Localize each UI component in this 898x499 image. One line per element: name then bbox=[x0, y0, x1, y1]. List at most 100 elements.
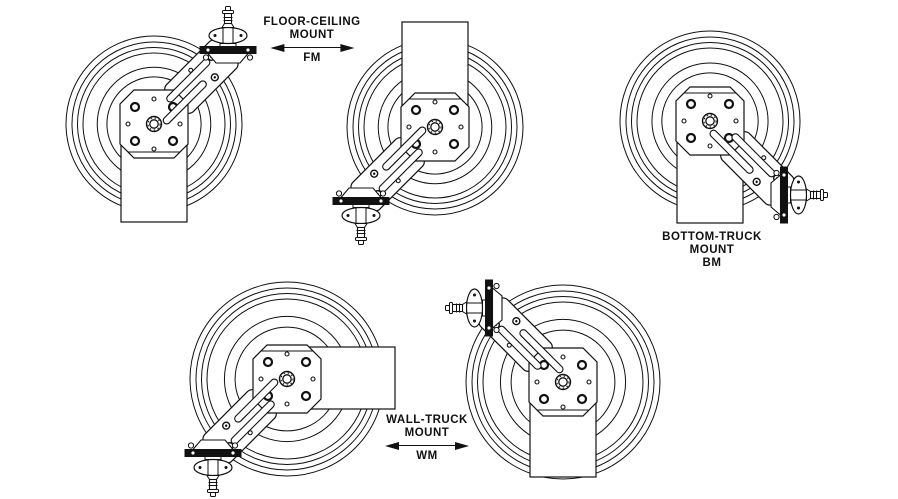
bolt-hole bbox=[410, 104, 422, 116]
swivel-pipe bbox=[809, 190, 822, 200]
plate-bolt bbox=[773, 213, 780, 221]
arm-bolt-center bbox=[515, 319, 518, 323]
small-hole bbox=[681, 118, 687, 124]
plate-bolt bbox=[231, 442, 239, 449]
bolt-hole bbox=[167, 135, 179, 147]
plate-dot bbox=[231, 451, 235, 455]
small-hole bbox=[125, 121, 131, 127]
arm-slot bbox=[709, 129, 754, 174]
label-floor-ceiling-mount: FLOOR-CEILING MOUNT FM bbox=[263, 16, 360, 65]
plate-bolt bbox=[335, 190, 343, 197]
double-arrow-icon bbox=[385, 441, 469, 450]
swivel-pipe bbox=[208, 478, 218, 491]
plate-bolt bbox=[246, 54, 254, 61]
arm-slot bbox=[234, 378, 279, 423]
small-hole bbox=[284, 351, 290, 357]
swivel-dot bbox=[198, 466, 202, 469]
arm-hole bbox=[188, 67, 194, 73]
arm-slot bbox=[382, 126, 427, 171]
hub-bore bbox=[558, 377, 568, 387]
swivel-dot bbox=[224, 466, 228, 469]
swivel-neck bbox=[221, 23, 235, 28]
arm-mount-assembly bbox=[184, 378, 279, 497]
small-hole bbox=[707, 93, 713, 99]
reel-floor-mount bbox=[65, 6, 257, 223]
swivel-nub bbox=[225, 6, 231, 11]
swivel-neck bbox=[354, 223, 368, 228]
plate-dot bbox=[191, 451, 195, 455]
plate-bolt bbox=[773, 169, 780, 177]
swivel-dot bbox=[473, 319, 476, 323]
plate-dot bbox=[339, 199, 343, 203]
plate-dot bbox=[487, 286, 491, 290]
bolt-hole bbox=[129, 135, 141, 147]
swivel-nub bbox=[358, 240, 364, 245]
reel-ceiling-mount bbox=[332, 21, 524, 245]
swivel-dot bbox=[797, 206, 800, 210]
plate-dot bbox=[487, 326, 491, 330]
small-hole bbox=[151, 96, 157, 102]
hub-center bbox=[701, 112, 719, 130]
small-hole bbox=[406, 124, 412, 130]
plate-dot bbox=[246, 48, 250, 52]
arm-bolt bbox=[752, 177, 761, 187]
small-hole bbox=[707, 143, 713, 149]
arm-mount-assembly bbox=[332, 126, 427, 245]
hub-center bbox=[278, 370, 296, 388]
small-hole bbox=[258, 376, 264, 382]
label-line2: MOUNT bbox=[404, 427, 450, 439]
plate-bolt bbox=[379, 190, 387, 197]
swivel-pipe bbox=[223, 12, 233, 25]
swivel-neck bbox=[806, 188, 811, 202]
bolt-hole bbox=[576, 393, 588, 405]
arm-slot bbox=[162, 80, 207, 125]
arm-bolt bbox=[512, 316, 521, 326]
arm-bolt-center bbox=[372, 172, 376, 175]
arm-hole bbox=[395, 178, 401, 184]
swivel-dot bbox=[797, 180, 800, 184]
swivel-pipe bbox=[356, 226, 366, 239]
small-hole bbox=[310, 376, 316, 382]
small-hole bbox=[458, 124, 464, 130]
plate-dot bbox=[206, 48, 210, 52]
hub-bore bbox=[705, 116, 715, 126]
plate-dot bbox=[379, 199, 383, 203]
swivel-neck bbox=[206, 475, 220, 480]
hub-bore bbox=[282, 374, 292, 384]
bolt-hole bbox=[576, 359, 588, 371]
label-line2: MOUNT bbox=[289, 29, 335, 41]
hub-serration bbox=[556, 375, 570, 389]
swivel-nub bbox=[210, 492, 216, 497]
arm-slot bbox=[519, 329, 564, 374]
label-bottom-truck-mount: BOTTOM-TRUCK MOUNT BM bbox=[662, 231, 762, 270]
small-hole bbox=[733, 118, 739, 124]
plate-bolt bbox=[493, 326, 500, 334]
small-hole bbox=[284, 401, 290, 407]
reel-wall-truck-mount-right bbox=[445, 279, 661, 480]
small-hole bbox=[534, 379, 540, 385]
arm-bolt-center bbox=[213, 76, 217, 79]
hub-serration bbox=[428, 120, 442, 134]
hub-plate bbox=[400, 92, 470, 162]
small-hole bbox=[586, 379, 592, 385]
spool-ring bbox=[465, 284, 661, 480]
swivel-pipe bbox=[451, 303, 464, 313]
hub-serration bbox=[703, 114, 717, 128]
bolt-hole bbox=[538, 393, 550, 405]
swivel-dot bbox=[213, 34, 217, 37]
arm-mount-assembly bbox=[709, 129, 828, 224]
bolt-hole bbox=[448, 138, 460, 150]
plate-bolt bbox=[202, 54, 210, 61]
swivel-dot bbox=[346, 214, 350, 217]
arm-bolt bbox=[210, 73, 220, 82]
swivel-nub bbox=[445, 305, 450, 311]
plate-bolt bbox=[187, 442, 195, 449]
hub-center bbox=[145, 115, 163, 133]
swivel-dot bbox=[239, 34, 243, 37]
small-hole bbox=[560, 354, 566, 360]
arrow-shaft bbox=[390, 444, 464, 447]
hub-center bbox=[554, 373, 572, 391]
arm-mount-assembly bbox=[445, 279, 564, 374]
plate-dot bbox=[782, 213, 786, 217]
